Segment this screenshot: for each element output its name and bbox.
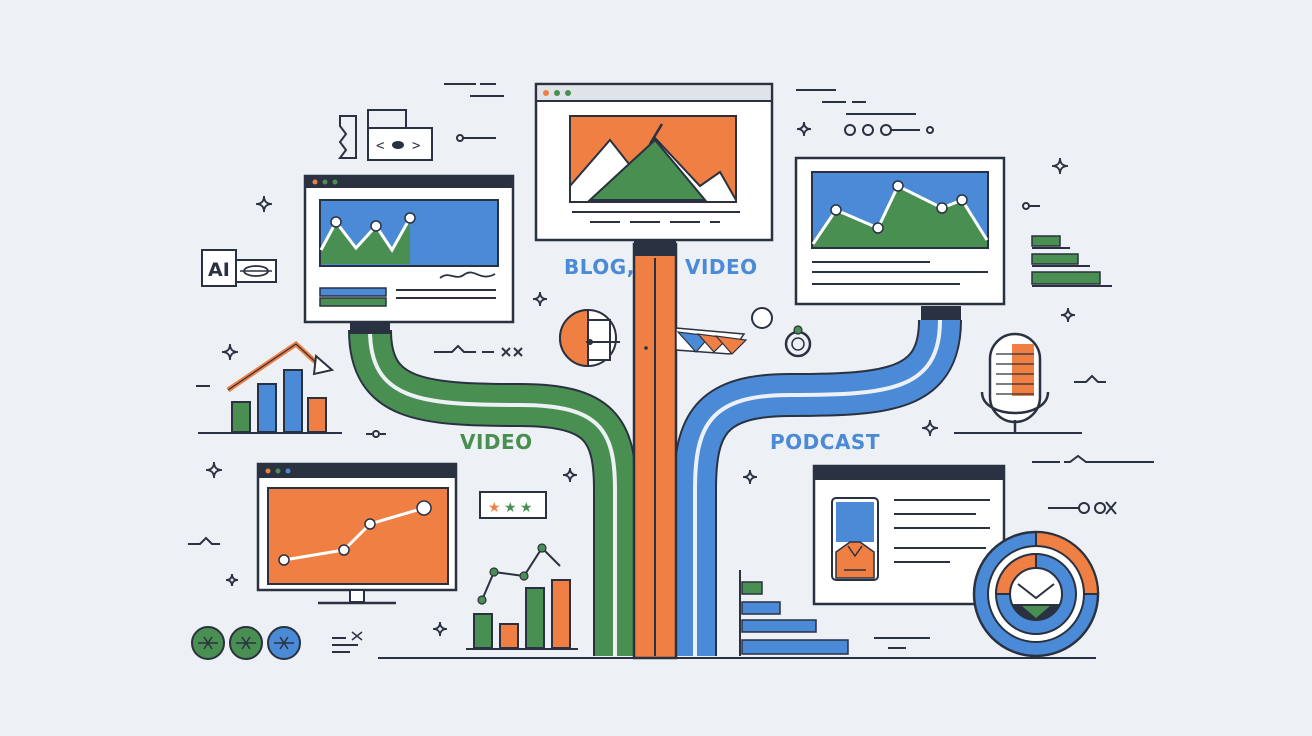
stars-badge-icon: ★ ★ ★ bbox=[479, 491, 547, 519]
microphone-icon bbox=[954, 332, 1082, 434]
list-icon bbox=[332, 631, 363, 653]
ring-icon bbox=[751, 307, 812, 358]
svg-text:>: > bbox=[412, 138, 420, 154]
sparkle-icons bbox=[205, 121, 1076, 637]
label-podcast: PODCAST bbox=[770, 430, 880, 454]
top-center-window bbox=[534, 82, 774, 242]
label-blog: BLOG, bbox=[564, 255, 635, 279]
branch-labels: BLOG, VIDEO VIDEO PODCAST bbox=[460, 255, 880, 454]
label-video-left: VIDEO bbox=[460, 430, 533, 454]
svg-text:<: < bbox=[376, 138, 384, 154]
svg-text:★: ★ bbox=[504, 500, 517, 516]
bar-growth-chart-icon bbox=[198, 340, 342, 434]
ai-chip-icon: AI bbox=[201, 249, 277, 287]
pencil-icon bbox=[559, 308, 620, 368]
bottom-bar-chart-icon bbox=[466, 543, 578, 650]
sparkle-icon bbox=[255, 195, 273, 213]
right-window bbox=[794, 156, 1006, 306]
stairs-chart-icon bbox=[1031, 235, 1112, 287]
svg-text:★: ★ bbox=[488, 500, 501, 516]
ai-label: AI bbox=[208, 259, 230, 281]
blue-stairs-chart-icon bbox=[739, 570, 849, 656]
ribbon-arrows-icon bbox=[675, 327, 748, 355]
bottom-right-window bbox=[812, 464, 1006, 606]
left-window bbox=[303, 174, 515, 324]
bottom-left-monitor bbox=[256, 462, 458, 605]
round-badge-icons bbox=[191, 626, 301, 660]
content-branches bbox=[348, 240, 962, 660]
label-video-top: VIDEO bbox=[685, 255, 758, 279]
svg-text:★: ★ bbox=[520, 500, 533, 516]
decorative-lines bbox=[188, 83, 1154, 649]
code-window-icon: < > bbox=[338, 109, 433, 161]
donut-chart-icon bbox=[972, 530, 1100, 658]
